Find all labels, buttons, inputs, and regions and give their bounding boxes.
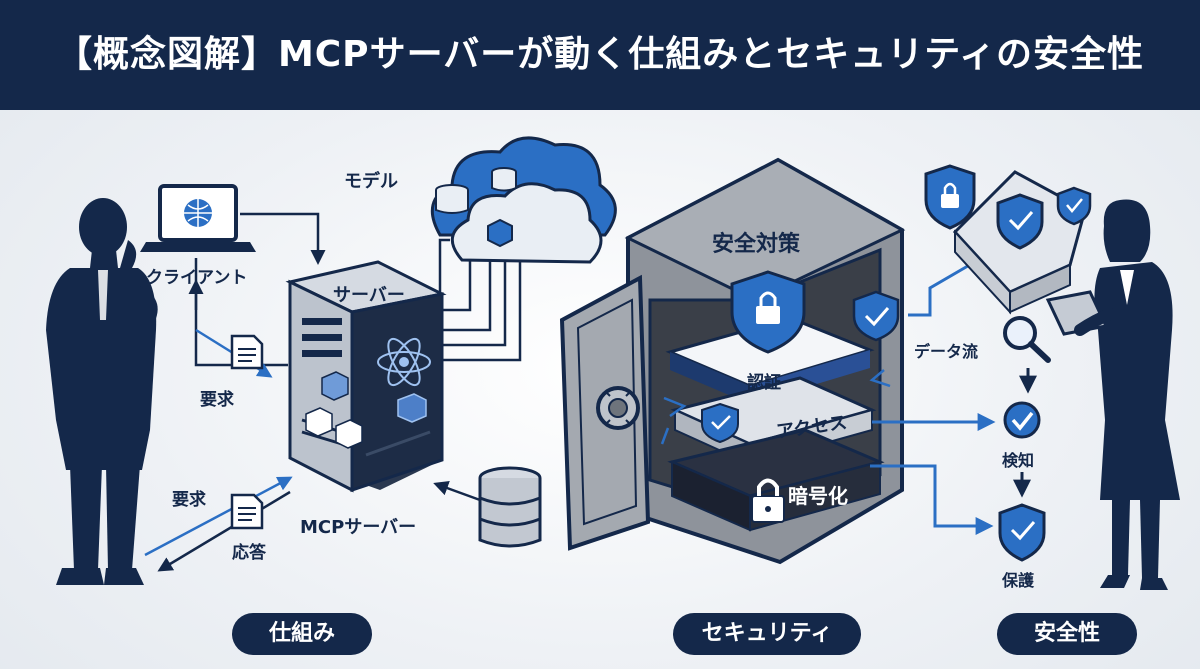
- shield-platform: [952, 170, 1087, 315]
- response-label: 応答: [232, 543, 266, 563]
- shield-lock-icon-2: [924, 164, 976, 230]
- client-label: クライアント: [146, 268, 248, 288]
- footer-pill-safety: 安全性: [997, 613, 1137, 655]
- shield-check-icon-4: [998, 503, 1046, 562]
- database-icon: [478, 466, 542, 548]
- encrypt-label: 暗号化: [788, 484, 848, 508]
- shield-check-icon-3: [1056, 186, 1092, 226]
- request-label-2: 要求: [172, 490, 206, 510]
- page-title: 【概念図解】MCPサーバーが動く仕組みとセキュリティの安全性: [55, 34, 1145, 75]
- server-tower: [285, 260, 447, 493]
- database-icon-small: [435, 184, 469, 214]
- footer-pill-mechanism: 仕組み: [232, 613, 372, 655]
- magnifier-icon: [1003, 316, 1051, 363]
- cloud-icon: [430, 136, 617, 264]
- request-label-1: 要求: [200, 390, 234, 410]
- laptop-icon: [140, 184, 256, 252]
- footer-pill-security: セキュリティ: [673, 613, 861, 655]
- padlock-icon: [751, 478, 785, 523]
- shield-check-icon: [852, 290, 900, 342]
- safety-flow-arrows: [870, 254, 1037, 535]
- businessman-silhouette: [46, 198, 158, 585]
- check-circle-icon: [1003, 401, 1041, 439]
- server-label: サーバー: [333, 285, 405, 306]
- model-label: モデル: [344, 171, 398, 192]
- detect-label: 検知: [1002, 451, 1035, 470]
- auth-label: 認証: [747, 373, 781, 393]
- title-banner: 【概念図解】MCPサーバーが動く仕組みとセキュリティの安全性: [0, 0, 1200, 110]
- protect-label: 保護: [1002, 571, 1035, 590]
- document-icon: [230, 334, 264, 370]
- document-icon-2: [230, 493, 264, 530]
- safe-title: 安全対策: [712, 232, 801, 257]
- atom-icon: [377, 337, 431, 387]
- mcp-server-label: MCPサーバー: [300, 517, 417, 538]
- businesswoman-silhouette: [1094, 199, 1180, 590]
- encryption-layer: [667, 428, 885, 532]
- shield-check-icon-2: [996, 193, 1044, 250]
- shield-check-icon-small: [701, 402, 739, 444]
- shield-lock-icon: [730, 270, 806, 354]
- dataflow-label: データ流: [914, 342, 979, 361]
- database-icon-small-2: [491, 167, 517, 192]
